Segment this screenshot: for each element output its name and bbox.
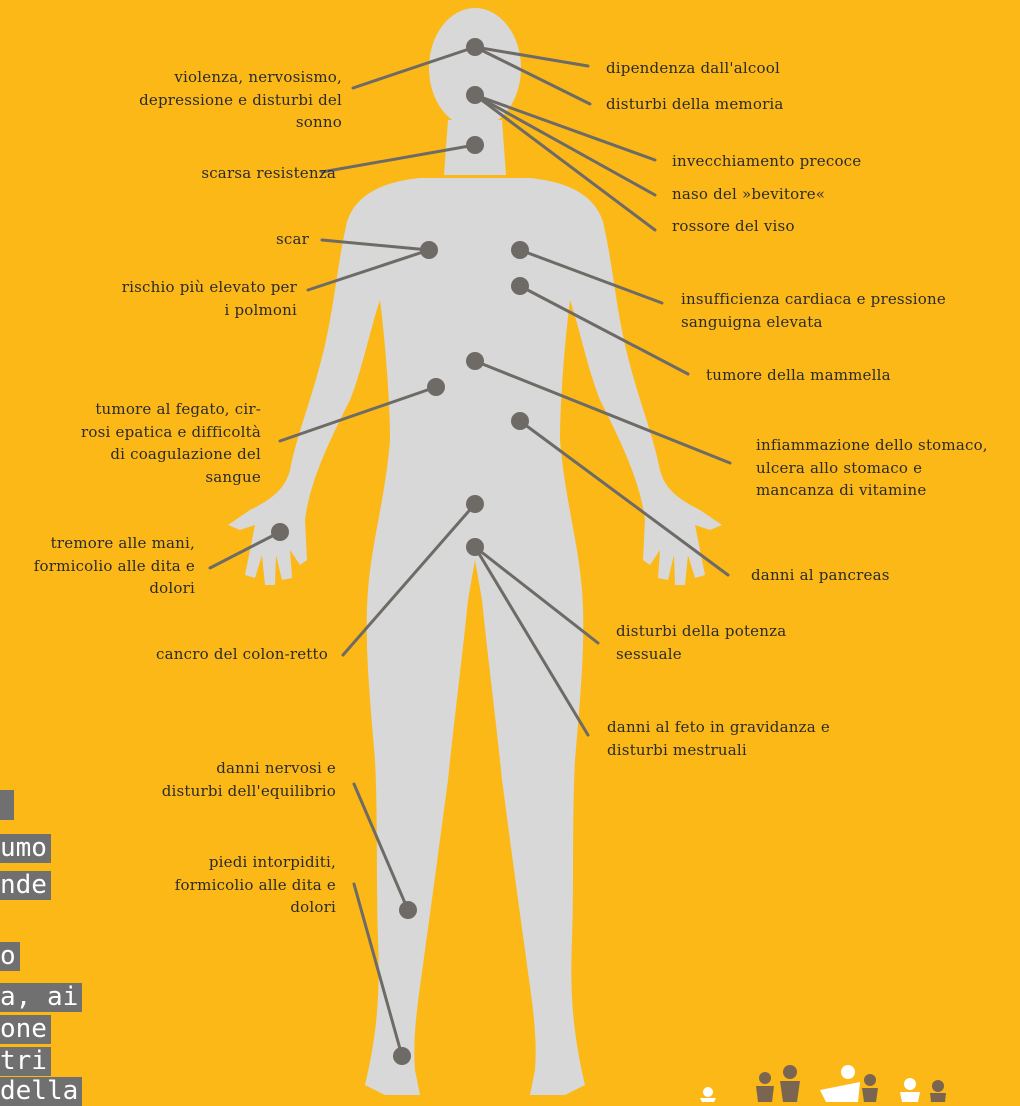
marker-heart — [511, 241, 529, 259]
marker-breast — [511, 277, 529, 295]
label-alcohol-dependence: dipendenza dall'alcool — [606, 57, 780, 80]
label-feet: piedi intorpiditi, formicolio alle dita … — [175, 851, 336, 919]
side-text-line: o — [0, 942, 20, 971]
marker-lung — [420, 241, 438, 259]
side-text-line: nde — [0, 871, 51, 900]
side-text-line: one — [0, 1015, 51, 1044]
marker-head-top — [466, 38, 484, 56]
label-pancreas: danni al pancreas — [751, 564, 890, 587]
marker-pelvis — [466, 538, 484, 556]
label-nerves: danni nervosi e disturbi dell'equilibrio — [162, 757, 336, 802]
label-sexual: disturbi della potenza sessuale — [616, 620, 786, 665]
label-stomach: infiammazione dello stomaco, ulcera allo… — [756, 434, 988, 502]
marker-liver — [427, 378, 445, 396]
people-white-decoration — [700, 1065, 920, 1102]
side-text-block — [0, 790, 14, 820]
label-lung-risk: rischio più elevato per i polmoni — [122, 276, 297, 321]
label-liver: tumore al fegato, cir- rosi epatica e di… — [81, 398, 261, 488]
side-text-line: a, ai — [0, 983, 82, 1012]
marker-hand — [271, 523, 289, 541]
label-face-redness: rossore del viso — [672, 215, 795, 238]
marker-pancreas — [511, 412, 529, 430]
label-premature-aging: invecchiamento precoce — [672, 150, 861, 173]
side-text-line: umo — [0, 834, 51, 863]
marker-foot — [393, 1047, 411, 1065]
label-violence: violenza, nervosismo, depressione e dist… — [139, 66, 342, 134]
label-colon: cancro del colon-retto — [156, 643, 328, 666]
marker-stomach — [466, 352, 484, 370]
label-scar: scar — [276, 228, 309, 251]
marker-colon — [466, 495, 484, 513]
label-low-resistance: scarsa resistenza — [201, 162, 336, 185]
label-drinker-nose: naso del »bevitore« — [672, 183, 825, 206]
marker-neck — [466, 136, 484, 154]
side-text-line: tri — [0, 1047, 51, 1076]
marker-face — [466, 86, 484, 104]
label-hands: tremore alle mani, formicolio alle dita … — [34, 532, 195, 600]
label-fetus: danni al feto in gravidanza e disturbi m… — [607, 716, 830, 761]
marker-knee — [399, 901, 417, 919]
label-breast-tumor: tumore della mammella — [706, 364, 891, 387]
label-memory-disorders: disturbi della memoria — [606, 93, 784, 116]
label-heart: insufficienza cardiaca e pressione sangu… — [681, 288, 946, 333]
